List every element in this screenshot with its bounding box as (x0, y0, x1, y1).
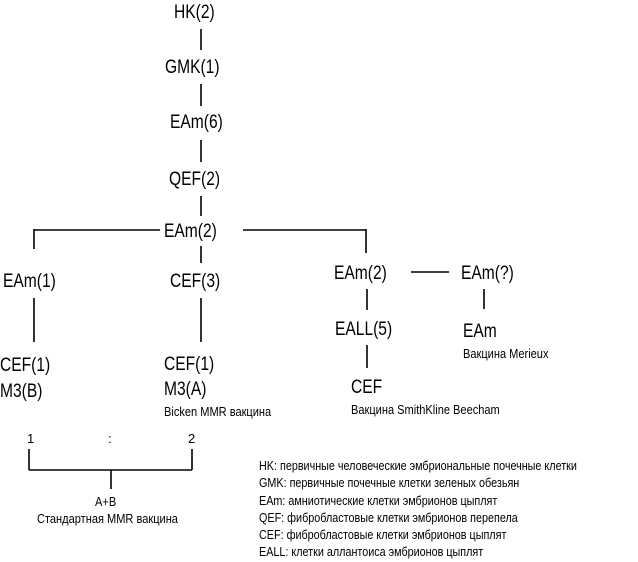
caption-bicken: Bicken MMR вакцина (164, 404, 272, 419)
legend-item-hk: HK: первичные человеческие эмбриональные… (259, 458, 577, 473)
node-eam6: EAm(6) (170, 112, 223, 133)
node-eam2-right: EAm(2) (334, 263, 387, 284)
ratio-label-1: 1 (27, 431, 35, 446)
node-cef1-left: CEF(1) (0, 355, 51, 376)
caption-ab: A+B (95, 494, 117, 509)
caption-smithkline: Вакцина SmithKline Beecham (351, 402, 500, 417)
node-eam-question: EAm(?) (461, 263, 514, 284)
node-cef3: CEF(3) (170, 271, 221, 292)
legend-item-cef: CEF: фибробластовые клетки эмбрионов цып… (259, 527, 507, 543)
caption-standard: Стандартная MMR вакцина (37, 511, 178, 526)
node-eam1: EAm(1) (3, 271, 56, 292)
node-eam-end: EAm (463, 321, 497, 342)
node-qef: QEF(2) (169, 169, 221, 190)
node-hk: HK(2) (174, 2, 215, 23)
legend: HK: первичные человеческие эмбриональные… (259, 457, 577, 561)
node-eall5: EALL(5) (335, 319, 393, 340)
caption-merieux: Вакцина Merieux (463, 346, 549, 361)
legend-item-gmk: GMK: первичные почечные клетки зеленых о… (259, 475, 520, 491)
node-m3a: M3(A) (164, 379, 207, 400)
node-gmk: GMK(1) (165, 57, 220, 78)
ratio-colon: : (108, 431, 112, 446)
ratio-label-2: 2 (188, 431, 196, 446)
node-cef-right: CEF (351, 377, 383, 398)
legend-item-eall: EALL: клетки аллантоиса эмбрионов цыплят (259, 544, 484, 560)
legend-item-qef: QEF: фибробластовые клетки эмбрионов пер… (259, 509, 518, 525)
node-cef1-mid: CEF(1) (164, 354, 215, 375)
legend-item-eam: EAm: амниотические клетки эмбрионов цыпл… (259, 492, 498, 508)
node-m3b: M3(B) (0, 381, 43, 402)
node-eam2-center: EAm(2) (164, 221, 217, 242)
